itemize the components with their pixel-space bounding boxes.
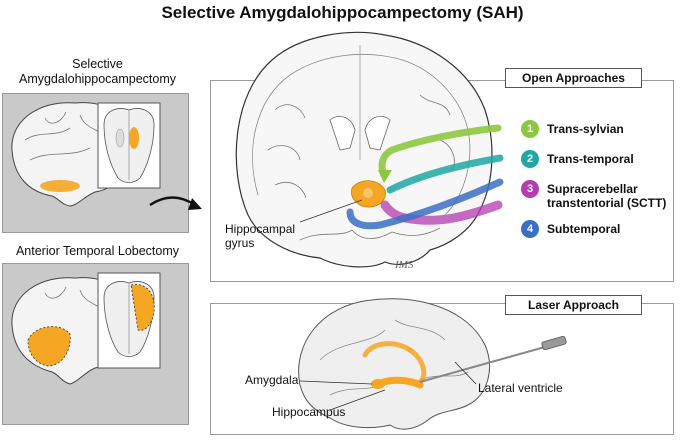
legend-item-trans-sylvian: 1 Trans-sylvian	[521, 120, 671, 138]
hippocampus-label: Hippocampus	[272, 405, 346, 419]
legend-number: 4	[521, 220, 539, 238]
legend-label: Trans-temporal	[547, 152, 634, 166]
legend-item-trans-temporal: 2 Trans-temporal	[521, 150, 671, 168]
legend-label: Supracerebellar transtentorial (SCTT)	[547, 182, 667, 210]
laser-brain-icon	[298, 298, 490, 430]
laser-approach-label: Laser Approach	[505, 295, 642, 315]
sah-inset-brain-icon	[103, 108, 155, 183]
transition-arrow	[149, 196, 196, 207]
legend-number: 3	[521, 180, 539, 198]
arrowhead-icon	[188, 198, 202, 210]
trans-sylvian-path	[378, 124, 502, 179]
subtemporal-path	[346, 178, 504, 230]
hippocampus-leader	[329, 389, 386, 411]
atl-inset-brain-icon	[103, 281, 155, 357]
laser-fiber	[419, 344, 553, 383]
legend-item-sctt: 3 Supracerebellar transtentorial (SCTT)	[521, 180, 671, 210]
lateral-ventricle-label: Lateral ventricle	[478, 381, 563, 395]
legend-label: Subtemporal	[547, 222, 621, 236]
laser-probe-icon	[541, 335, 567, 351]
ventricle-leader	[454, 361, 477, 385]
trans-temporal-path	[386, 154, 504, 194]
approach-legend: 1 Trans-sylvian 2 Trans-temporal 3 Supra…	[521, 120, 671, 238]
legend-label: Trans-sylvian	[547, 122, 624, 136]
diagram-title: Selective Amygdalohippocampectomy (SAH)	[161, 3, 524, 22]
artist-signature: IMS	[394, 259, 414, 271]
amygdala-leader	[299, 380, 373, 385]
legend-number: 1	[521, 120, 539, 138]
legend-number: 2	[521, 150, 539, 168]
legend-item-subtemporal: 4 Subtemporal	[521, 220, 671, 238]
atl-caption: Anterior Temporal Lobectomy	[15, 244, 180, 258]
hippocampal-leader	[299, 199, 363, 223]
hippocampal-gyrus-label: Hippocampal gyrus	[225, 222, 296, 250]
amygdala-label: Amygdala	[245, 373, 299, 387]
trans-sylvian-arrow-icon	[378, 170, 392, 183]
sah-caption: Selective Amygdalohippocampectomy	[18, 57, 177, 86]
open-approaches-label: Open Approaches	[505, 68, 642, 88]
